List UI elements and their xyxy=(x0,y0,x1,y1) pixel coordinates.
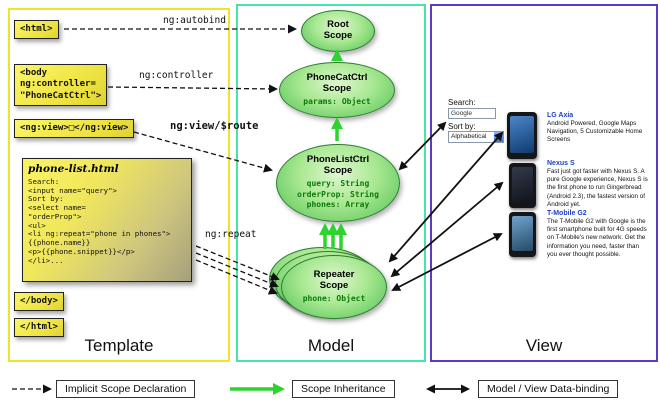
search-input[interactable] xyxy=(448,108,496,119)
template-column-label: Template xyxy=(84,336,154,355)
sort-by-label: Sort by: xyxy=(448,122,476,131)
legend-scope-inheritance: Scope Inheritance xyxy=(292,380,395,398)
search-label: Search: xyxy=(448,98,476,107)
ng-repeat-label: ng:repeat xyxy=(205,229,257,240)
code-line: <ul> xyxy=(28,220,46,230)
body-close-tag-box: </body> xyxy=(14,292,64,312)
scope-property: params: Object xyxy=(303,96,371,106)
code-line: <p>{{phone.snippet}}</p> xyxy=(28,246,135,256)
ng-view-tag-box: <ng:view>□</ng:view> xyxy=(14,119,135,139)
root-scope-ellipse: Root Scope xyxy=(301,10,375,52)
phone-description: The T-Mobile G2 with Google is the first… xyxy=(547,218,647,258)
repeater-scope-props: phone: Object xyxy=(303,294,366,304)
phone-listing: LG Axia Android Powered, Google Maps Nav… xyxy=(547,112,649,145)
phonecatctrl-scope-ellipse: PhoneCatCtrl Scope params: Object xyxy=(279,62,395,118)
scope-property: orderProp: String xyxy=(297,189,379,199)
ng-autobind-label: ng:autobind xyxy=(163,15,226,26)
phonelistctrl-scope-title: PhoneListCtrl Scope xyxy=(306,154,370,177)
phone-name-link[interactable]: LG Axia xyxy=(547,112,574,119)
legend-model-view-data-binding: Model / View Data-binding xyxy=(478,380,619,398)
phone-image-tmobile-g2 xyxy=(509,212,536,257)
code-line: Search: xyxy=(28,177,60,186)
html-close-tag-box: </html> xyxy=(14,318,64,338)
phone-image-lg-axia xyxy=(507,112,537,159)
ng-view-route-label: ng:view/$route xyxy=(170,120,259,132)
scope-property: phones: Array xyxy=(306,200,370,210)
code-line: "orderProp"> xyxy=(28,211,82,221)
repeater-scope-title: Repeater Scope xyxy=(313,268,355,291)
phone-description: Fast just got faster with Nexus S. A pur… xyxy=(547,168,648,208)
code-line: <input name="query"> xyxy=(28,185,117,195)
model-column-label: Model xyxy=(307,336,355,355)
phone-list-template-title: phone-list.html xyxy=(28,163,119,175)
template-column: Template xyxy=(8,8,230,362)
phone-name-link[interactable]: T-Mobile G2 xyxy=(547,210,587,217)
phone-listing: T-Mobile G2 The T-Mobile G2 with Google … xyxy=(547,210,649,259)
view-column-label: View xyxy=(525,336,563,355)
ng-controller-label: ng:controller xyxy=(139,70,214,81)
phonecatctrl-scope-title: PhoneCatCtrl Scope xyxy=(306,71,368,94)
phonecatctrl-scope-props: params: Object xyxy=(303,97,370,107)
repeater-scope-ellipse: Repeater Scope phone: Object xyxy=(281,255,387,319)
code-line: {{phone.name}} xyxy=(28,238,91,248)
phone-list-code: Search:<input name="query">Sort by:<sele… xyxy=(28,177,186,265)
scope-property: query: String xyxy=(306,179,370,189)
phone-list-template-box: phone-list.html Search:<input name="quer… xyxy=(22,158,192,282)
phone-description: Android Powered, Google Maps Navigation,… xyxy=(547,120,643,144)
phone-screen xyxy=(512,216,533,251)
scope-property: phone: Object xyxy=(302,293,366,303)
select-arrow-icon: ▼ xyxy=(494,132,503,142)
code-line: <select name= xyxy=(28,203,86,213)
phone-image-nexus-s xyxy=(509,163,536,208)
phone-listing: Nexus S Fast just got faster with Nexus … xyxy=(547,160,649,209)
legend-implicit-scope-declaration: Implicit Scope Declaration xyxy=(56,380,196,398)
sort-select-value: Alphabetical xyxy=(451,133,487,140)
phone-screen xyxy=(510,116,534,153)
html-open-tag-box: <html> xyxy=(14,20,59,40)
code-line: </li>... xyxy=(28,255,64,265)
phone-name-link[interactable]: Nexus S xyxy=(547,160,575,167)
sort-select[interactable]: Alphabetical ▼ xyxy=(448,131,504,143)
body-open-tag-box: <body ng:controller= "PhoneCatCtrl"> xyxy=(14,64,108,106)
code-line: Sort by: xyxy=(28,194,64,204)
phone-screen xyxy=(512,167,533,202)
code-line: <li ng:repeat="phone in phones"> xyxy=(28,229,171,239)
root-scope-title: Root Scope xyxy=(323,19,353,41)
